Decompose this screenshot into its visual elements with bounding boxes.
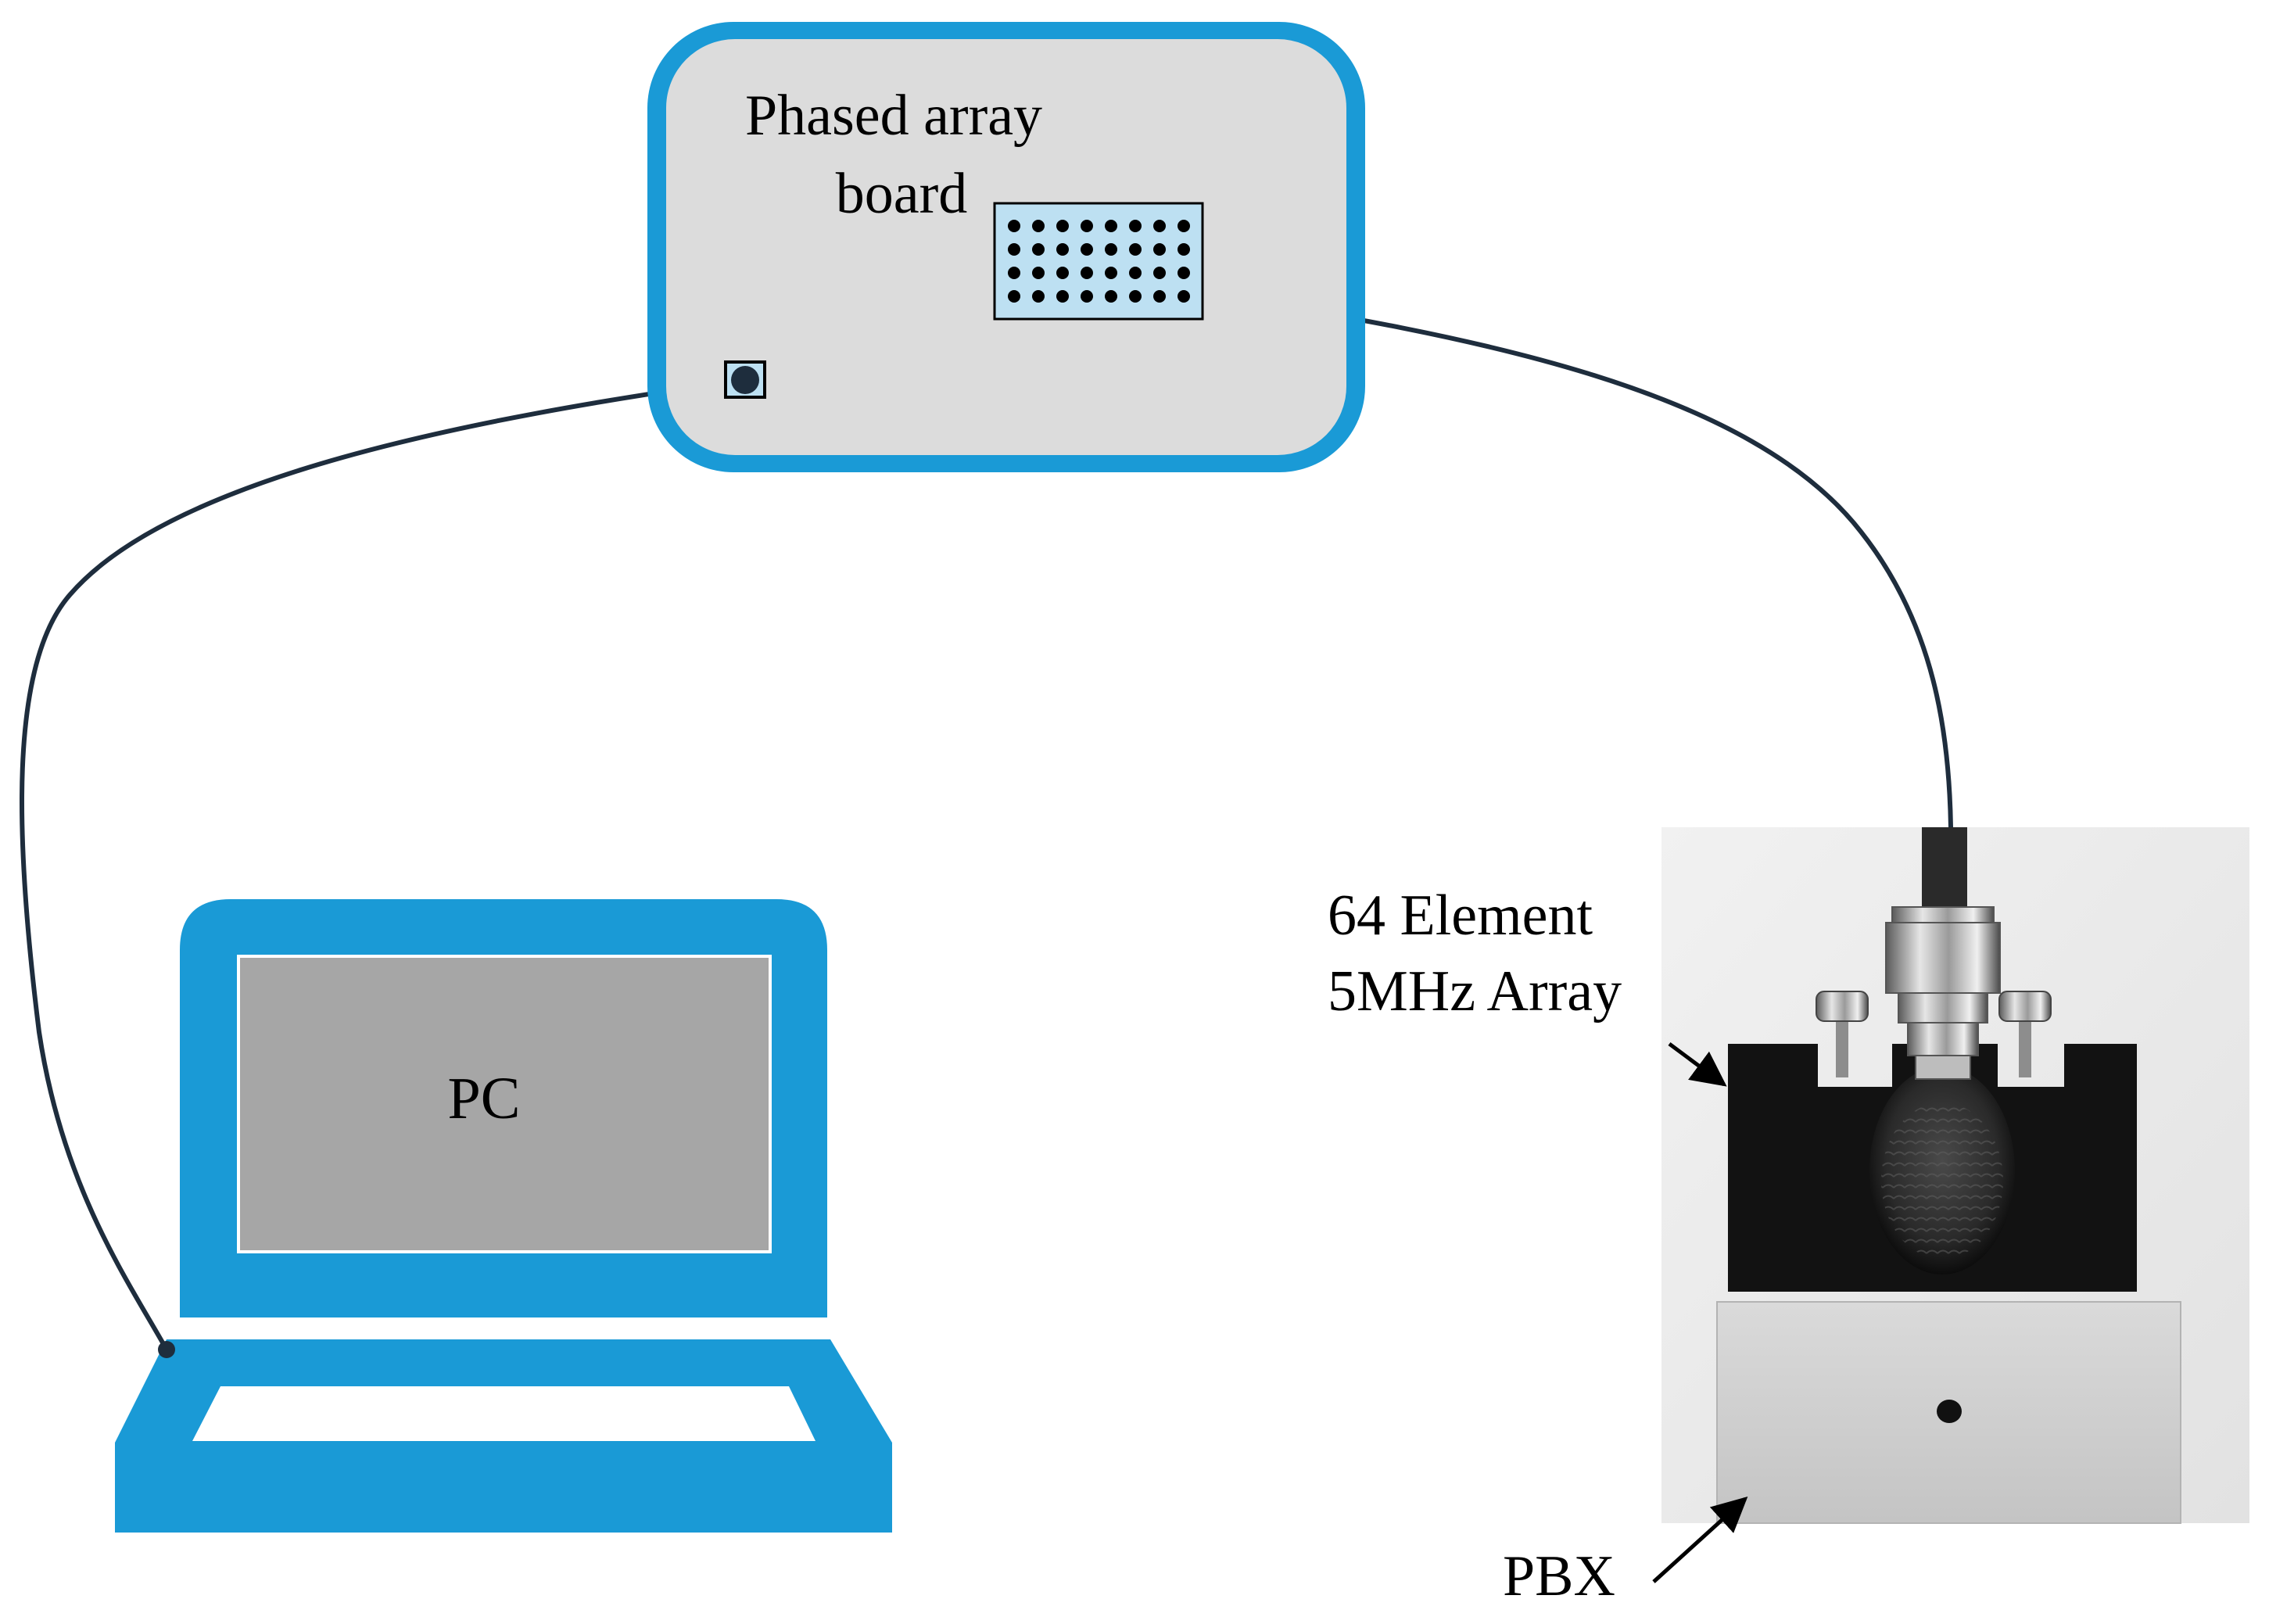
board-title-line1: Phased array: [745, 84, 1042, 148]
connector-pin: [1105, 220, 1117, 232]
wedge-cavity-texture: [1881, 1102, 2003, 1259]
connector-pin: [1129, 290, 1142, 303]
laptop-keyboard: [192, 1386, 815, 1441]
connector-pin: [1129, 243, 1142, 256]
connector-pin: [1056, 267, 1069, 279]
connector-pin: [1178, 290, 1190, 303]
pbx-pointer-arrow: [1652, 1496, 1748, 1583]
connector-pin: [1129, 220, 1142, 232]
array-label-line1: 64 Element: [1328, 884, 1593, 948]
connector-pin: [1081, 220, 1093, 232]
connector-pin: [1081, 267, 1093, 279]
laptop-screen: [237, 955, 772, 1253]
left-screw: [1816, 991, 1869, 1077]
pc-label: PC: [448, 1066, 521, 1131]
cable-board-to-pc: [19, 378, 745, 1351]
connector-pin: [1008, 220, 1020, 232]
connector-pin: [1129, 267, 1142, 279]
connector-pin: [1032, 220, 1045, 232]
multipin-connector-icon: [993, 202, 1204, 321]
pbx-label: PBX: [1503, 1544, 1615, 1608]
connector-pin: [1105, 290, 1117, 303]
connector-pin: [1056, 243, 1069, 256]
connector-pin: [1056, 290, 1069, 303]
connector-pin: [1081, 243, 1093, 256]
array-photo: [1661, 827, 2249, 1524]
connector-pin: [1153, 267, 1166, 279]
connector-pin: [1105, 243, 1117, 256]
right-screw: [1998, 991, 2052, 1077]
connector-pin: [1032, 243, 1045, 256]
board-title-line2: board: [836, 162, 968, 226]
array-connector: [1885, 827, 2001, 1080]
connector-pin: [1008, 267, 1020, 279]
cable-board-to-array: [1184, 289, 1953, 828]
connector-pin: [1056, 220, 1069, 232]
array-label-line2: 5MHz Array: [1328, 959, 1622, 1024]
connector-pin: [1105, 267, 1117, 279]
specimen-hole: [1937, 1400, 1962, 1423]
connector-pin: [1153, 243, 1166, 256]
array-pointer-arrow: [1668, 1041, 1727, 1087]
connector-pin: [1153, 290, 1166, 303]
connector-pin: [1178, 220, 1190, 232]
connector-pin-grid: [1008, 220, 1190, 303]
connector-pin: [1081, 290, 1093, 303]
connector-pin: [1008, 290, 1020, 303]
connector-pin: [1178, 243, 1190, 256]
connector-pin: [1032, 267, 1045, 279]
connector-pin: [1032, 290, 1045, 303]
connector-pin: [1178, 267, 1190, 279]
laptop-icon: PC: [115, 899, 892, 1533]
connector-pin: [1008, 243, 1020, 256]
usb-port-icon: [724, 360, 766, 399]
phased-array-board: Phased array board: [647, 22, 1365, 472]
laptop-cable-port: [158, 1341, 175, 1358]
connector-pin: [1153, 220, 1166, 232]
